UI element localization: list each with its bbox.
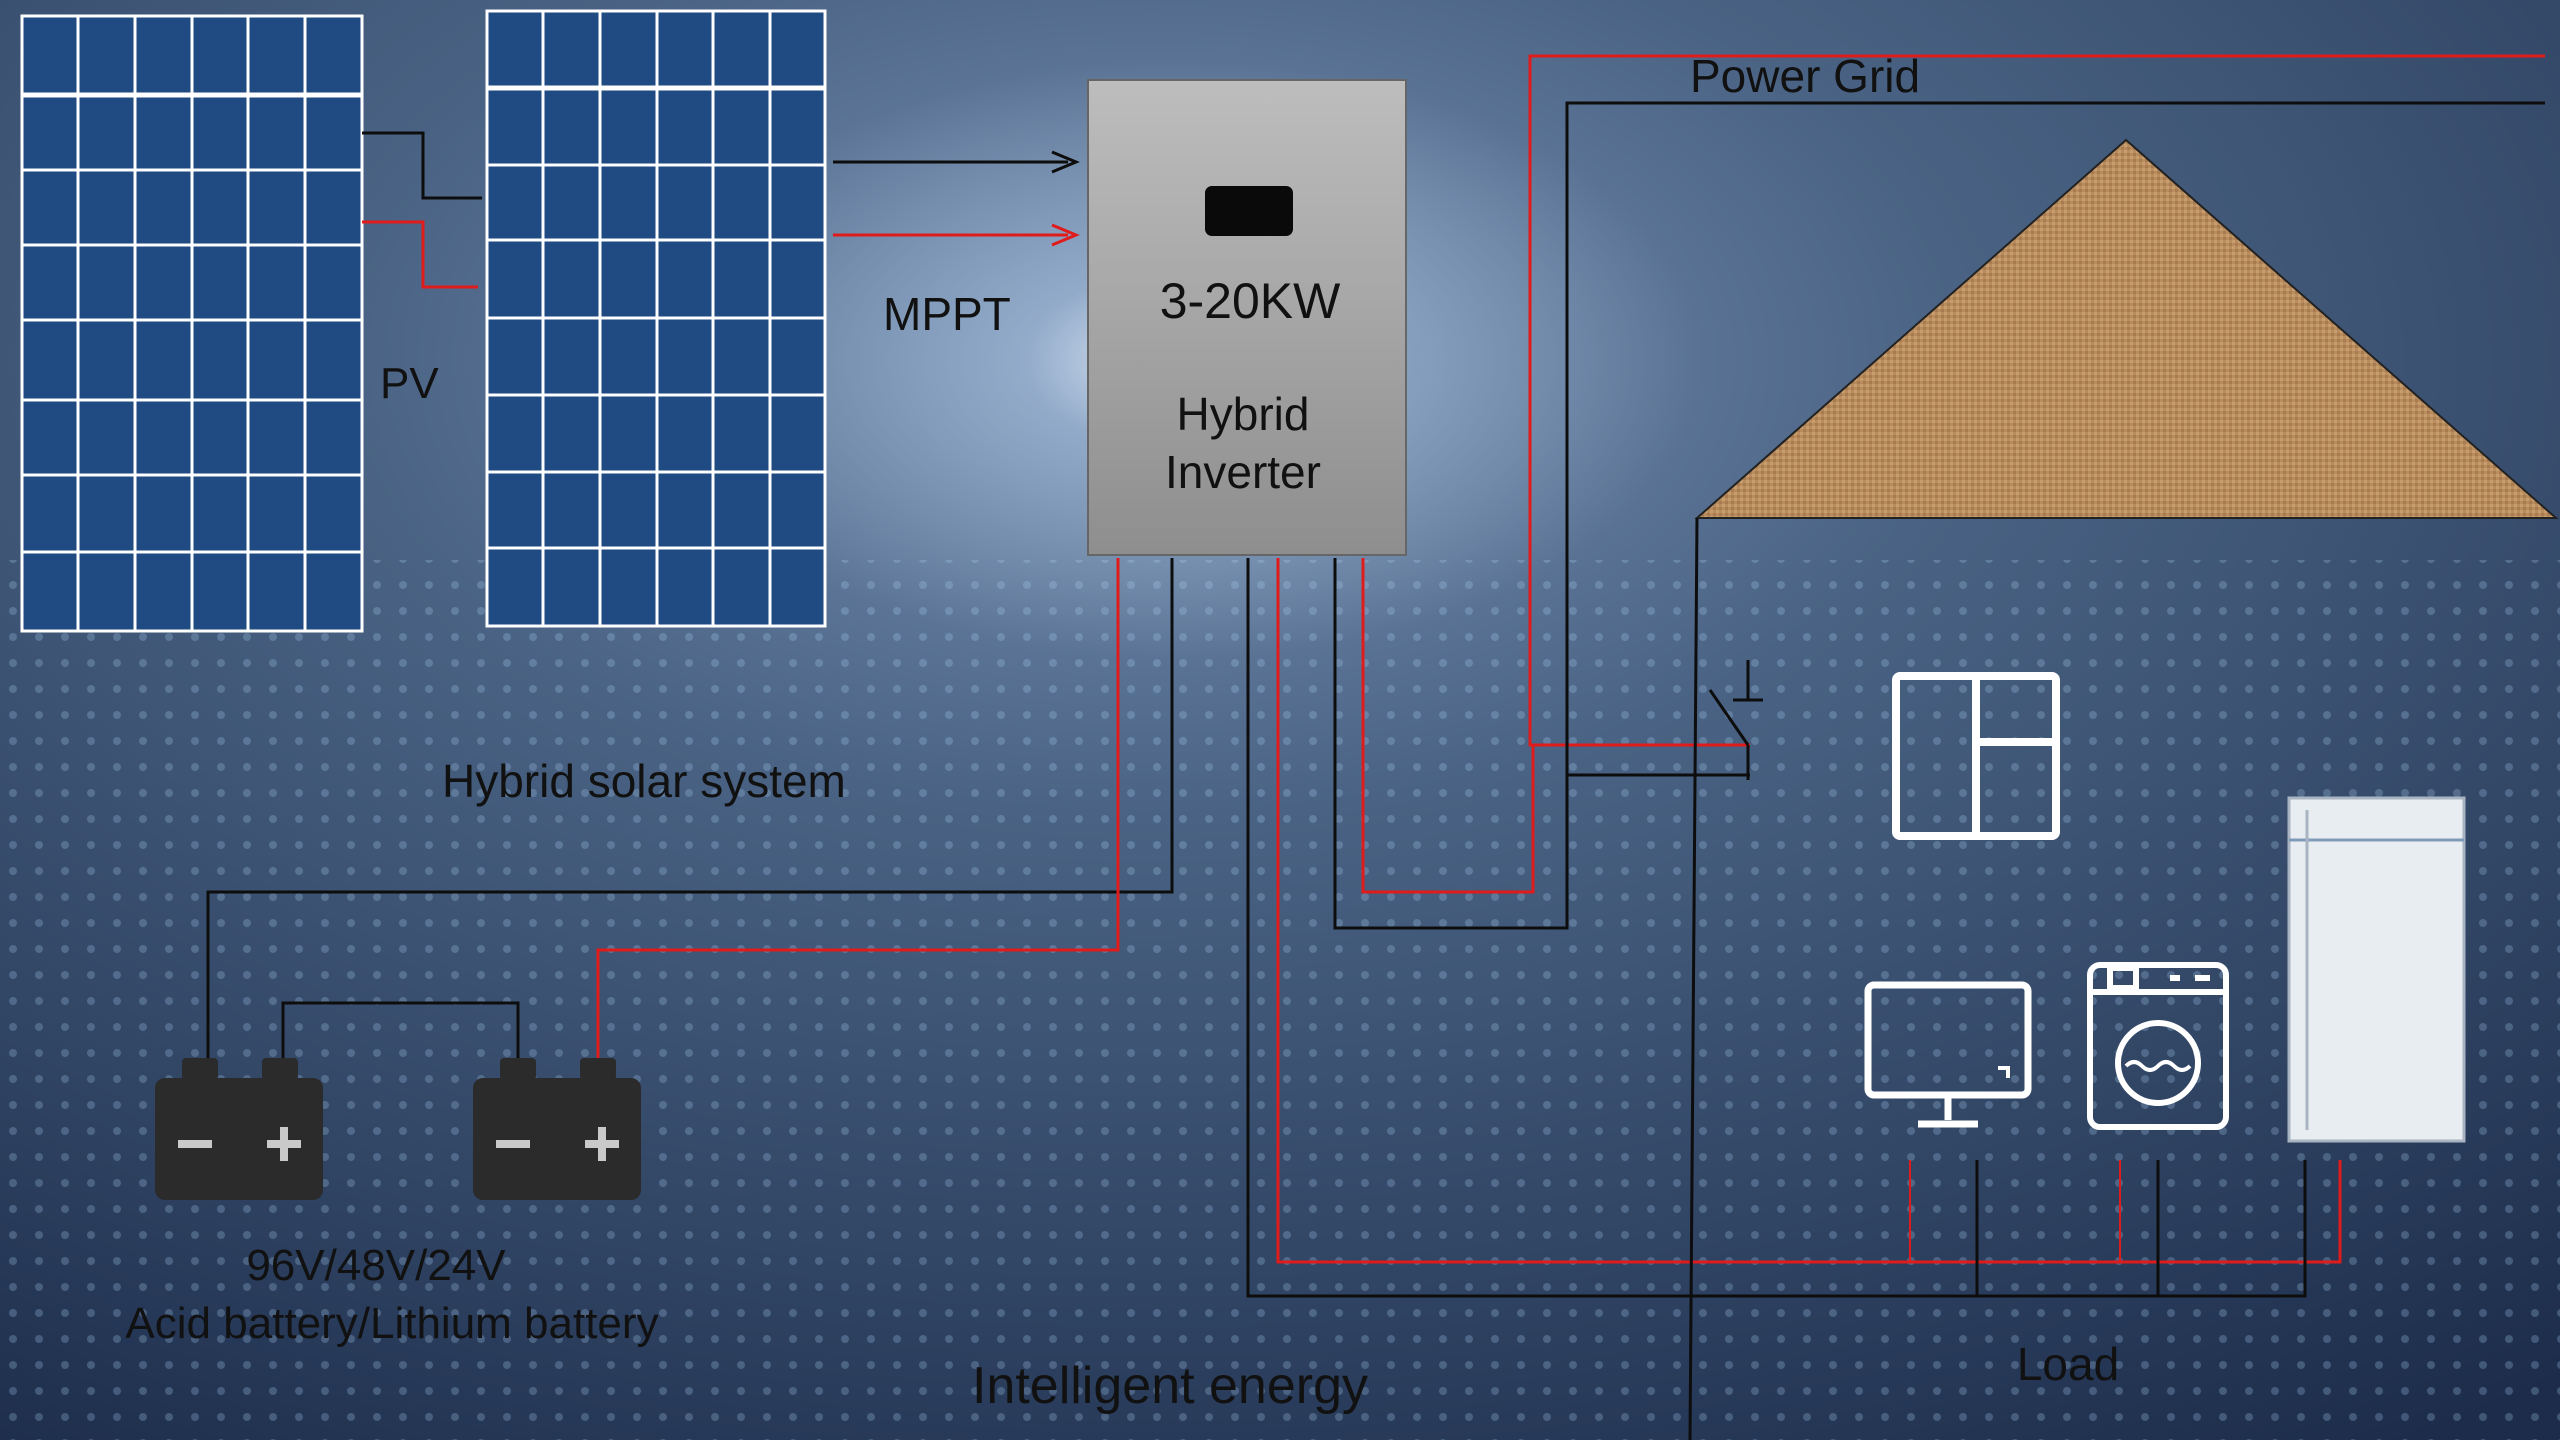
washing-machine-icon [2087,962,2229,1130]
battery-voltage-label: 96V/48V/24V [246,1241,506,1290]
pv-to-inverter-wires [833,150,1080,247]
inverter-grid-loop [1333,558,1569,930]
window-icon [1892,672,2060,840]
solar-panel-icon [20,14,364,633]
power-grid-lines [1528,54,2545,777]
power-grid-label: Power Grid [1690,50,1920,102]
monitor-icon [1864,981,2032,1128]
footer-title: Intelligent energy [972,1357,1368,1415]
panel-interconnect [362,131,482,289]
mppt-label: MPPT [883,288,1011,340]
battery-type-label: Acid battery/Lithium battery [125,1299,658,1348]
inverter-power-label: 3-20KW [1160,273,1341,329]
load-label: Load [2017,1338,2119,1390]
inverter-battery-wires [206,558,1174,1058]
hybrid-inverter [1087,79,1407,556]
inverter-display-icon [1205,186,1293,236]
switch-icon [1708,660,1763,780]
inverter-name-line1: Hybrid [1177,388,1310,440]
battery-icon [155,1058,323,1200]
refrigerator-icon [2287,796,2466,1143]
battery-icon [473,1058,641,1200]
inverter-name-line2: Inverter [1165,446,1321,498]
system-label: Hybrid solar system [442,755,846,807]
house-roof [1694,138,2559,519]
background-dots [0,560,2560,1440]
inverter-load-bus [1246,558,2342,1298]
house [1688,138,2559,1440]
pv-label: PV [380,359,439,408]
solar-panel-icon [485,9,827,628]
